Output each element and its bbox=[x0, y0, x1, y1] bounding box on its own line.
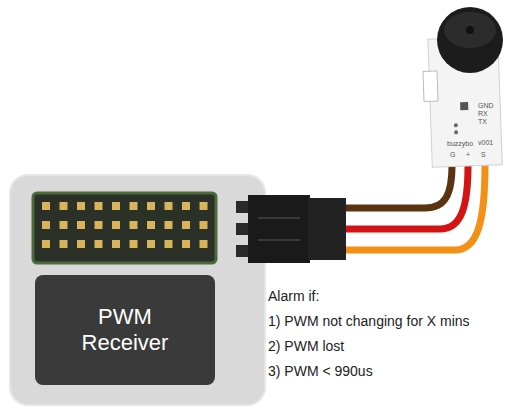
header-pin bbox=[42, 202, 50, 210]
connector-ridge bbox=[258, 239, 300, 241]
header-pin bbox=[147, 240, 155, 248]
header-pin bbox=[182, 221, 190, 229]
header-pin bbox=[95, 202, 103, 210]
receiver-housing bbox=[10, 175, 265, 405]
header-pin bbox=[200, 221, 208, 229]
header-pin bbox=[60, 240, 68, 248]
silkscreen-text: + bbox=[466, 150, 470, 160]
silkscreen-text: GND bbox=[478, 101, 494, 111]
header-pin bbox=[165, 221, 173, 229]
connector-pin bbox=[236, 201, 250, 213]
chip bbox=[460, 102, 468, 110]
header-pin bbox=[77, 240, 85, 248]
header-pin bbox=[42, 221, 50, 229]
header-pin bbox=[95, 240, 103, 248]
header-pin bbox=[130, 221, 138, 229]
alarm-note: Alarm if: bbox=[268, 288, 319, 305]
header-pin bbox=[112, 240, 120, 248]
servo-connector bbox=[248, 195, 310, 263]
header-pin bbox=[112, 202, 120, 210]
via bbox=[454, 130, 458, 134]
power-wire bbox=[340, 165, 468, 229]
header-pin bbox=[77, 202, 85, 210]
header-pin bbox=[200, 202, 208, 210]
header-pin bbox=[60, 221, 68, 229]
header-pin bbox=[182, 202, 190, 210]
side-connector bbox=[423, 71, 438, 101]
header-pin bbox=[95, 221, 103, 229]
buzzer bbox=[437, 7, 503, 73]
silkscreen-text: S bbox=[481, 150, 486, 160]
connector-pin bbox=[236, 223, 250, 235]
connector-pin bbox=[236, 245, 250, 257]
connector-ridge bbox=[258, 217, 300, 219]
header-pins bbox=[42, 202, 208, 248]
header-pin bbox=[147, 221, 155, 229]
alarm-note: 1) PWM not changing for X mins bbox=[268, 313, 470, 330]
silkscreen-text: v001 bbox=[478, 138, 493, 148]
buzzer-top bbox=[444, 12, 496, 48]
header-pin bbox=[42, 240, 50, 248]
silkscreen-text: RX bbox=[478, 109, 488, 119]
via bbox=[454, 123, 458, 127]
silkscreen-text: G bbox=[450, 150, 455, 160]
header-pin bbox=[147, 202, 155, 210]
silkscreen-text: TX bbox=[478, 117, 487, 127]
alarm-note: 3) PWM < 990us bbox=[268, 363, 373, 380]
header-pin bbox=[77, 221, 85, 229]
header-pin bbox=[165, 240, 173, 248]
receiver-box: PWM Receiver bbox=[35, 275, 215, 385]
header-pin bbox=[60, 202, 68, 210]
pin-header bbox=[33, 193, 216, 263]
header-pin bbox=[112, 221, 120, 229]
header-pin bbox=[182, 240, 190, 248]
buzzer-hole bbox=[466, 26, 474, 34]
header-pin bbox=[165, 202, 173, 210]
silkscreen-text: buzzybo bbox=[447, 139, 473, 149]
connector-grip bbox=[308, 198, 346, 260]
ground-wire bbox=[340, 165, 452, 208]
header-pin bbox=[200, 240, 208, 248]
header-pin bbox=[130, 202, 138, 210]
node-label: PWM Receiver bbox=[70, 304, 180, 356]
alarm-note: 2) PWM lost bbox=[268, 338, 344, 355]
header-pin bbox=[130, 240, 138, 248]
signal-wire bbox=[340, 165, 485, 250]
